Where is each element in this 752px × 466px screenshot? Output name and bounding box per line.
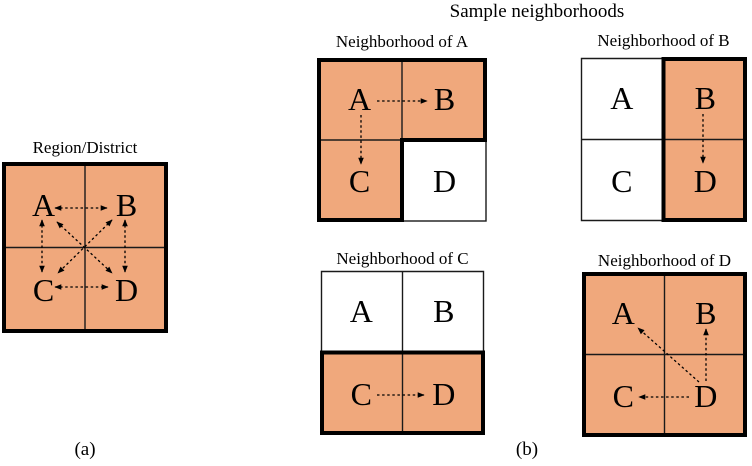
cell-label-C: C [350, 375, 372, 412]
nc-cell-C: C [320, 352, 403, 435]
region-grid: A B C D [2, 162, 168, 333]
neighborhood-c-grid: A B C D [320, 270, 485, 435]
cell-label-C: C [32, 272, 55, 309]
neighborhood-a-title: Neighborhood of A [335, 32, 469, 51]
na-cell-C: C [317, 140, 402, 222]
cell-label-B: B [694, 80, 716, 117]
region-cell-A: A [2, 162, 85, 248]
nb-cell-D: D [663, 139, 747, 222]
cell-label-A: A [31, 186, 56, 223]
cell-label-D: D [432, 375, 456, 412]
nb-cell-A: A [580, 57, 664, 140]
cell-label-C: C [611, 162, 633, 199]
nc-cell-A: A [320, 270, 403, 353]
cell-label-C: C [348, 163, 371, 199]
cell-label-B: B [433, 293, 455, 330]
cell-label-A: A [349, 293, 373, 330]
neighborhood-a-grid: A B C D [317, 58, 487, 222]
neighborhood-b-title: Neighborhood of B [597, 31, 730, 50]
neighborhood-d-grid: A B C D [582, 272, 747, 437]
cell-label-C: C [612, 377, 634, 414]
na-cell-A: A [317, 58, 402, 140]
cell-label-D: D [694, 377, 718, 414]
region-cell-D: D [85, 247, 168, 333]
region-title: Region/District [32, 138, 138, 157]
nd-cell-C: C [582, 354, 665, 437]
region-cell-B: B [85, 162, 168, 248]
na-cell-B: B [402, 58, 487, 140]
na-cell-D: D [402, 140, 487, 222]
nd-cell-B: B [664, 272, 747, 355]
cell-label-B: B [433, 81, 456, 117]
nb-cell-B: B [663, 57, 747, 140]
caption-b: (b) [515, 439, 539, 460]
cell-label-A: A [347, 81, 372, 117]
nc-cell-B: B [402, 270, 485, 353]
cell-label-D: D [432, 163, 457, 199]
nd-cell-D: D [664, 354, 747, 437]
region-cell-C: C [2, 247, 85, 333]
nb-cell-C: C [580, 139, 664, 222]
caption-a: (a) [74, 439, 96, 460]
cell-label-B: B [115, 186, 138, 223]
cell-label-A: A [610, 80, 634, 117]
cell-label-D: D [114, 272, 139, 309]
neighborhood-c-title: Neighborhood of C [336, 249, 469, 268]
cell-label-A: A [611, 295, 635, 332]
neighborhood-d-title: Neighborhood of D [597, 251, 732, 270]
nd-cell-A: A [582, 272, 665, 355]
cell-label-D: D [693, 162, 717, 199]
cell-label-B: B [695, 295, 717, 332]
neighborhood-b-grid: A B C D [580, 57, 747, 222]
figure-title: Sample neighborhoods [449, 1, 625, 22]
nc-cell-D: D [402, 352, 485, 435]
